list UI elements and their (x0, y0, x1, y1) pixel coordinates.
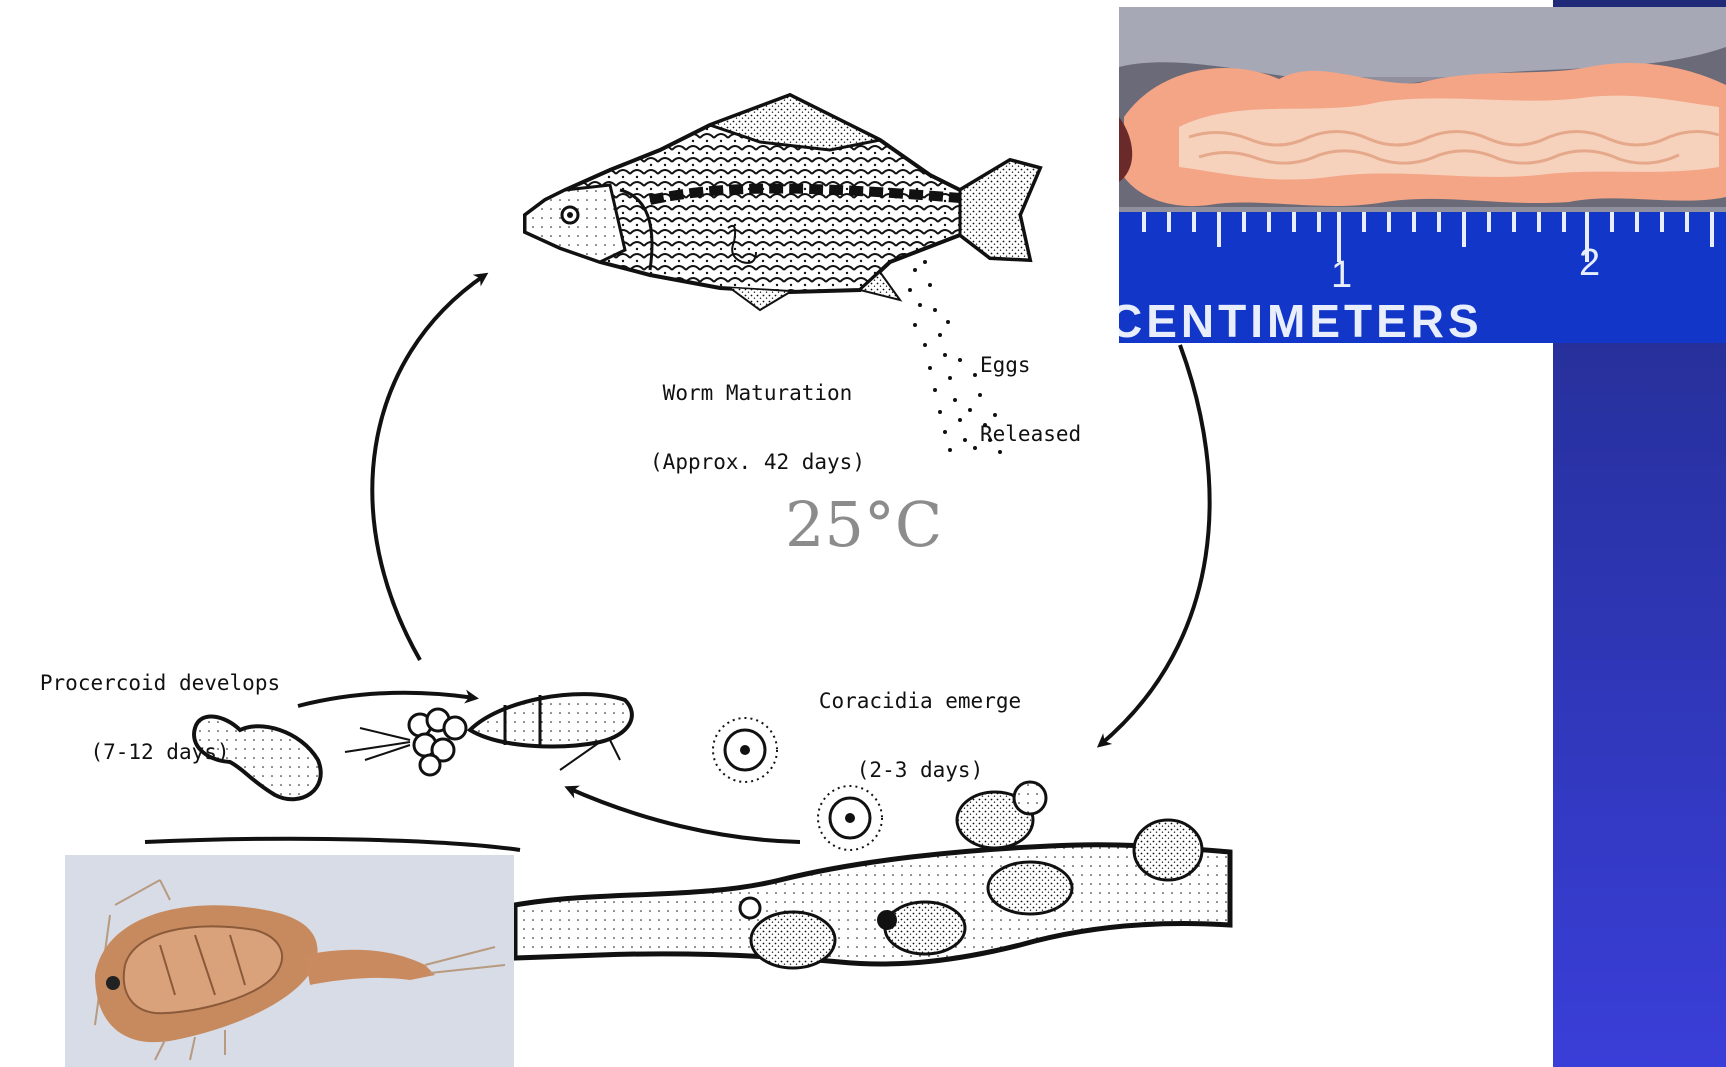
arrow-to-fish (372, 275, 485, 660)
worm-maturation-text: Worm Maturation (585, 382, 930, 405)
arrow-eggs-down (1100, 345, 1210, 745)
tapeworm-photo: 1 2 CENTIMETERS (1119, 7, 1726, 343)
coracidia-emerge-label: Coracidia emerge (2-3 days) (790, 644, 1050, 805)
fish-drawing (525, 95, 1040, 310)
coracidia-text: Coracidia emerge (790, 690, 1050, 713)
copepod-photo (65, 855, 514, 1067)
worm-maturation-duration: (Approx. 42 days) (585, 451, 930, 474)
eggs-released-label: Eggs Released (980, 308, 1081, 469)
arrow-procercoid (298, 693, 475, 706)
temperature-label: 25°C (785, 490, 925, 560)
procercoid-text: Procercoid develops (5, 672, 315, 695)
ruler-tick-1: 1 (1331, 254, 1352, 296)
released-text: Released (980, 423, 1081, 446)
arrow-coracidia-to-copepod (568, 788, 800, 842)
water-surface (145, 839, 520, 850)
copepod-drawing (345, 694, 632, 775)
procercoid-develops-label: Procercoid develops (7-12 days) (5, 626, 315, 787)
ruler-unit-label: CENTIMETERS (1119, 295, 1483, 343)
worm-maturation-label: Worm Maturation (Approx. 42 days) (585, 336, 930, 497)
pond-bottom (515, 845, 1230, 964)
coracidium-free-1 (713, 718, 777, 782)
coracidia-duration: (2-3 days) (790, 759, 1050, 782)
procercoid-duration: (7-12 days) (5, 741, 315, 764)
eggs-text: Eggs (980, 354, 1081, 377)
ruler-tick-2: 2 (1579, 242, 1600, 284)
